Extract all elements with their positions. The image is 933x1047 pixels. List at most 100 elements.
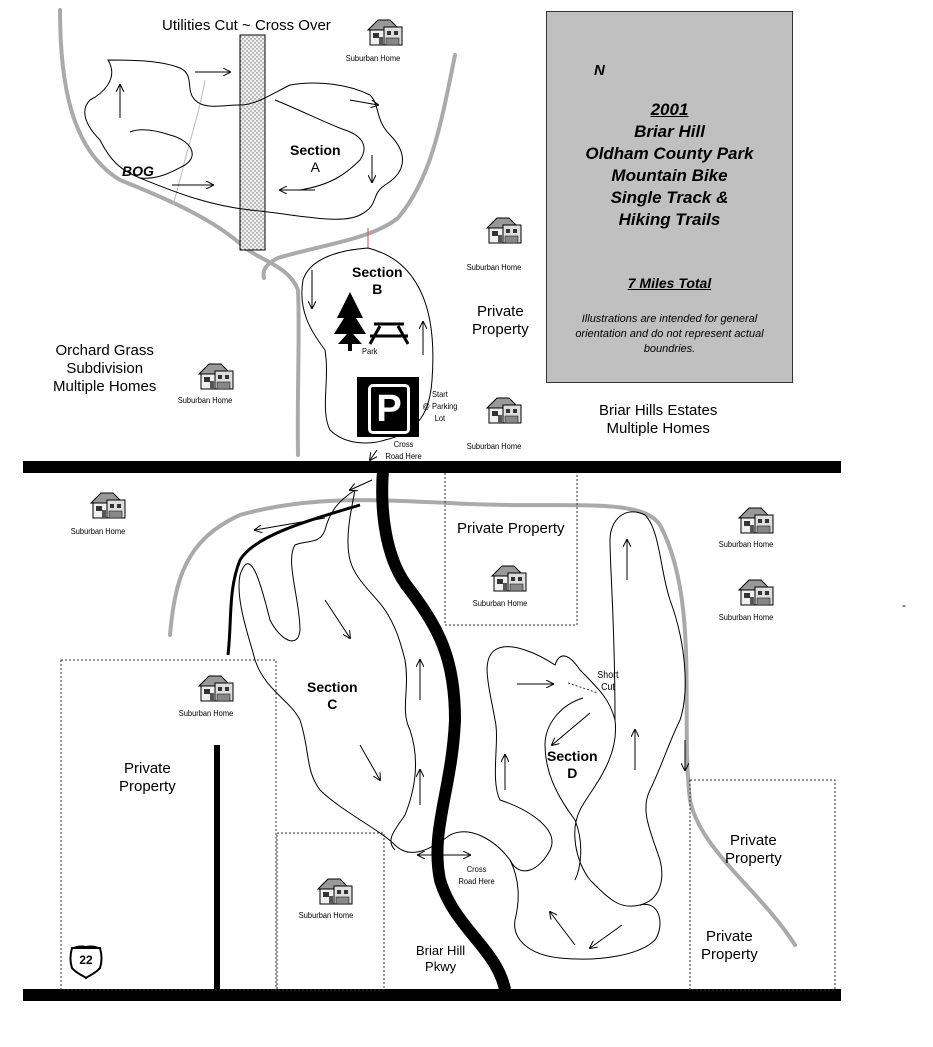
suburban-home-label: Suburban Home [178,708,234,718]
trail-section-a [84,59,403,220]
compass-north-label: N [594,62,605,79]
house-icon [491,565,527,592]
house-icon [198,363,234,390]
briar-hills-estates-line-1: Briar Hills Estates [599,402,718,419]
cross-road-upper-line-2: Road Here [385,451,422,461]
private-property-right-line-1: Private [730,832,777,849]
info-title-line-5: Hiking Trails [618,210,721,229]
trail-section-c [238,489,616,872]
suburban-home-label: Suburban Home [466,441,522,451]
suburban-home-label: Suburban Home [298,910,354,920]
short-cut-label: Short Cut [597,670,618,694]
side-road [214,745,220,990]
arrow-c-1 [324,599,350,638]
trail-section-a-loop [274,99,365,191]
private-property-bottom-right-line-2: Property [701,946,758,963]
trails [84,59,686,960]
arrow-start [370,449,378,460]
roads [23,461,841,1001]
bog-label: BOG [122,163,154,179]
parkway-line-2: Pkwy [425,958,457,974]
private-property-left-label: Private Property [119,760,176,796]
creek-lower [168,498,797,947]
parking-lot-icon: P [357,377,419,437]
section-a-label: Section A [290,142,341,176]
section-c-label: Section C [307,679,358,713]
private-property-bottom-right-label: Private Property [701,928,758,964]
suburban-home-label: Suburban Home [70,526,126,536]
start-line-2: @ Parking [422,401,458,411]
info-year: 2001 [650,100,689,119]
section-d-letter: D [567,764,578,781]
utilities-cut-label: Utilities Cut ~ Cross Over [162,17,331,34]
trail-section-d [574,511,686,907]
boundary-left [60,659,277,991]
briar-hills-estates-label: Briar Hills Estates Multiple Homes [599,402,717,438]
arrow-creek [255,517,326,530]
start-line-3: Lot [434,413,446,423]
briar-hills-estates-line-2: Multiple Homes [606,420,710,437]
private-property-left-line-1: Private [124,760,171,777]
section-c-letter: C [327,695,338,712]
house-icon [198,675,234,702]
house-icon [317,878,353,905]
private-property-center-label: Private Property [457,520,565,537]
start-label: Start @ Parking Lot [422,388,457,424]
road-upper [23,461,841,473]
house-icon [738,507,774,534]
suburban-home-label: Suburban Home [472,598,528,608]
parkway-line-1: Briar Hill [416,943,466,958]
section-d-label: Section D [547,748,598,782]
parking-symbol: P [368,384,410,434]
section-b-label: Section B [352,264,403,298]
private-property-right-line-2: Property [725,850,782,867]
info-title-line-3: Mountain Bike [611,166,728,185]
orchard-grass-label: Orchard Grass Subdivision Multiple Homes [53,342,156,396]
suburban-home-label: Suburban Home [466,262,522,272]
info-title-line-4: Single Track & [610,188,729,207]
info-title-line-1: Briar Hill [634,122,705,141]
trail-section-d-inner [544,697,584,881]
section-d-title: Section [547,748,598,764]
suburban-home-label: Suburban Home [718,612,774,622]
direction-arrows [120,72,685,948]
info-title-line-2: Oldham County Park [585,144,754,163]
route-shield-shape [69,947,103,980]
arrow-d-3 [552,712,591,745]
info-total-miles: 7 Miles Total [627,275,712,291]
section-a-letter: A [310,158,320,175]
cross-road-lower-line-1: Cross [466,864,487,874]
info-disclaimer: Illustrations are intended for general o… [575,313,764,355]
section-c-title: Section [307,679,358,695]
private-property-right-label: Private Property [725,832,782,868]
road-lower [23,989,841,1001]
boundary-right [689,779,836,991]
house-icon [486,217,522,244]
boundary-center [444,473,578,626]
arrow-d-8 [590,924,623,948]
section-b-letter: B [372,280,383,297]
briar-hill-parkway [376,469,512,997]
short-cut-line-1: Short [597,670,619,681]
start-line-1: Start [432,389,448,399]
arrow-d-7 [550,912,576,946]
section-b-title: Section [352,264,403,280]
house-icon [90,492,126,519]
private-property-bottom-right-line-1: Private [706,928,753,945]
creek-thin-branch [172,79,206,206]
trail-section-b [301,247,434,444]
house-icon [486,397,522,424]
property-boundaries [60,473,836,991]
orchard-grass-line-3: Multiple Homes [53,378,157,395]
info-title-block: 2001 Briar Hill Oldham County Park Mount… [547,99,792,231]
cross-road-lower-line-2: Road Here [458,876,495,886]
trail-section-c-inner [347,489,416,851]
short-cut-line-2: Cut [601,682,615,693]
parkway-label: Briar Hill Pkwy [416,943,465,974]
creek-lines [58,8,797,947]
creek-upper-left [58,8,301,457]
house-icon [738,579,774,606]
house-icon [367,19,403,46]
arrow-c-2 [359,744,380,780]
